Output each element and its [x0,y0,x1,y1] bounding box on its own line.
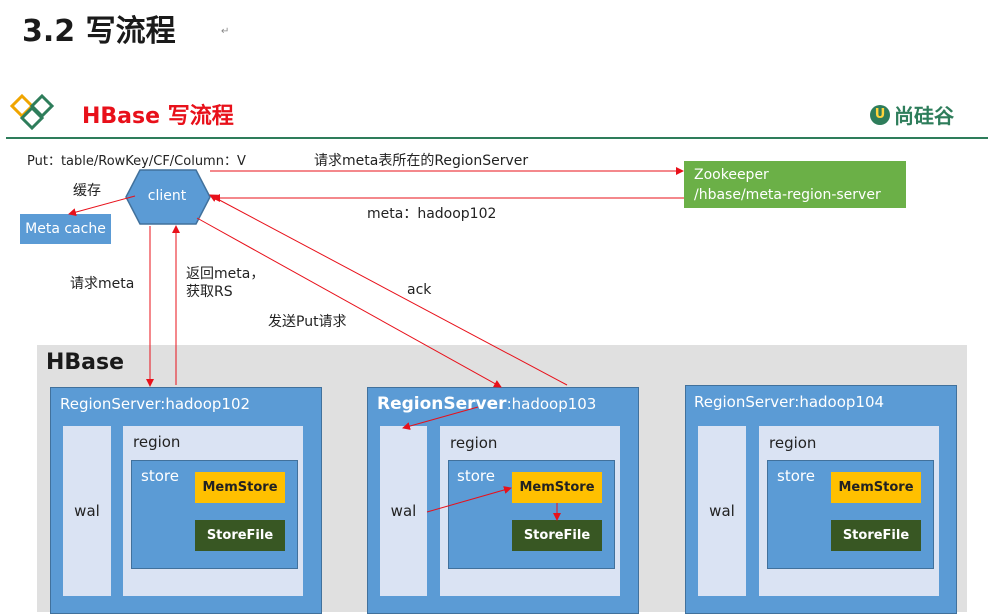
zookeeper-path: /hbase/meta-region-server [694,187,881,203]
region-label: region [133,433,181,451]
memstore-box: MemStore [831,472,921,503]
arrow-send-put [196,217,502,388]
request-meta-rs-label: 请求meta表所在的RegionServer [314,153,529,169]
meta-cache-box: Meta cache [20,214,111,244]
wal-box: wal [698,426,746,596]
store-label: store [457,467,495,485]
regionserver-title: RegionServer:hadoop103 [377,394,597,414]
region-label: region [450,434,498,452]
brand-badge-icon: U [870,104,890,125]
arrow-rs-to-wal [402,406,479,430]
brand-logo: U 尚硅谷 [870,100,954,129]
wal-box: wal [380,426,427,596]
client-label: client [147,188,187,204]
regionserver-title: RegionServer:hadoop104 [694,393,885,411]
arrow-cache [68,195,136,217]
request-meta-label: 请求meta [70,276,135,292]
slide-title: HBase 写流程 [82,104,234,129]
ack-label: ack [407,282,432,298]
put-command-label: Put：table/RowKey/CF/Column：V [27,154,246,169]
diamond-logo-icon [9,94,55,131]
cache-label: 缓存 [73,183,101,199]
hbase-title: HBase [46,350,125,375]
memstore-box: MemStore [195,472,285,503]
meta-location-label: meta：hadoop102 [367,206,497,222]
storefile-box: StoreFile [831,520,921,551]
storefile-box: StoreFile [195,520,285,551]
client-node [125,169,211,225]
send-put-label: 发送Put请求 [268,314,347,330]
storefile-box: StoreFile [512,520,602,551]
memstore-box: MemStore [512,472,602,503]
zookeeper-box: Zookeeper /hbase/meta-region-server [684,161,906,208]
section-title: 3.2 写流程 [22,14,176,49]
brand-name: 尚硅谷 [894,104,954,128]
zookeeper-label: Zookeeper [694,167,769,183]
title-divider [6,137,988,139]
arrow-ack [209,194,568,386]
regionserver-title: RegionServer:hadoop102 [60,395,251,413]
return-meta-label: 返回meta， 获取RS [186,266,265,300]
wal-box: wal [63,426,111,596]
paragraph-mark: ↵ [221,26,230,37]
region-label: region [769,434,817,452]
store-label: store [777,467,815,485]
store-label: store [141,467,179,485]
arrow-wal-to-memstore [426,486,512,513]
